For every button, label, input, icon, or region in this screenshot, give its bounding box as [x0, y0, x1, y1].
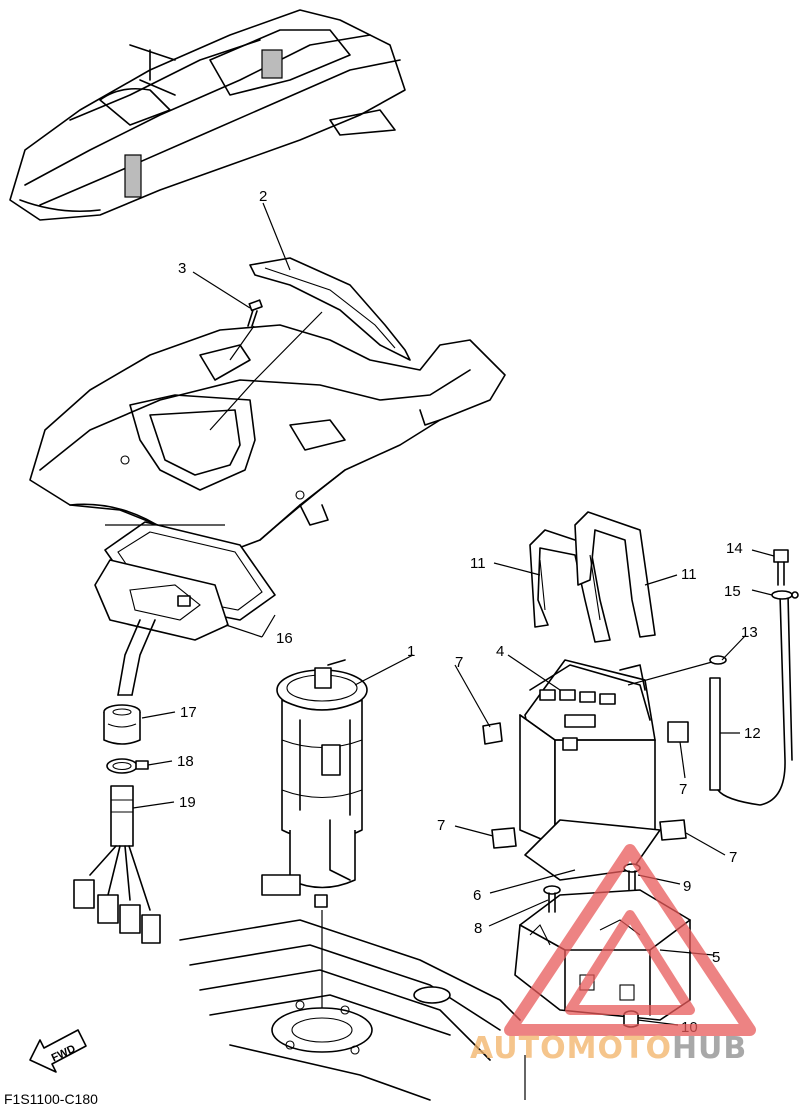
callout-14: 14 — [726, 540, 743, 557]
watermark-text-primary: AUTOMOTOHUB — [470, 1031, 747, 1066]
watercraft-drawing — [9, 9, 406, 221]
rubber-pads-drawing — [482, 721, 689, 849]
callout-12: 12 — [744, 725, 761, 742]
callout-labels: 1 2 3 4 5 6 7 7 7 7 8 9 10 11 11 12 13 1… — [177, 188, 761, 1036]
watermark-triangle — [504, 844, 756, 1036]
battery-drawing — [519, 659, 656, 851]
bolts-drawing — [543, 863, 641, 913]
watermark-inner-triangle — [565, 910, 695, 1015]
hull-floor-drawing — [179, 919, 526, 1101]
hood-drawing — [29, 324, 506, 556]
wire-harness-drawing — [73, 785, 161, 944]
callout-1: 1 — [407, 643, 415, 660]
callout-leaders — [132, 202, 775, 1026]
callout-9: 9 — [683, 878, 691, 895]
forward-direction-arrow: FWD — [29, 1029, 87, 1073]
callout-6: 6 — [473, 887, 481, 904]
hose-fitting-drawing — [103, 704, 141, 745]
callout-11-left: 11 — [470, 555, 486, 572]
callout-7-top-left: 7 — [455, 654, 463, 671]
callout-7-bottom-right: 7 — [729, 849, 737, 866]
callout-3: 3 — [178, 260, 186, 277]
callout-7-left: 7 — [437, 817, 445, 834]
battery-straps-drawing — [529, 511, 656, 643]
callout-11-right: 11 — [681, 566, 697, 583]
callout-8: 8 — [474, 920, 482, 937]
callout-15: 15 — [724, 583, 741, 600]
callout-18: 18 — [177, 753, 194, 770]
callout-5: 5 — [712, 949, 720, 966]
clamp-drawing — [106, 758, 149, 774]
watermark-text-secondary: HUB — [672, 1031, 747, 1066]
callout-2: 2 — [259, 188, 267, 205]
decal-drawing — [249, 257, 411, 361]
callout-7-right: 7 — [679, 781, 687, 798]
diagram-code: F1S1100-C180 — [4, 1091, 98, 1107]
callout-4: 4 — [496, 643, 504, 660]
cover-assembly-drawing — [94, 521, 276, 696]
screw-drawing — [247, 299, 263, 327]
watermark: AUTOMOTOHUB — [470, 844, 756, 1066]
callout-17: 17 — [180, 704, 197, 721]
fuel-pump-drawing — [261, 659, 368, 908]
callout-16: 16 — [276, 630, 293, 647]
callout-19: 19 — [179, 794, 196, 811]
callout-13: 13 — [741, 624, 758, 641]
